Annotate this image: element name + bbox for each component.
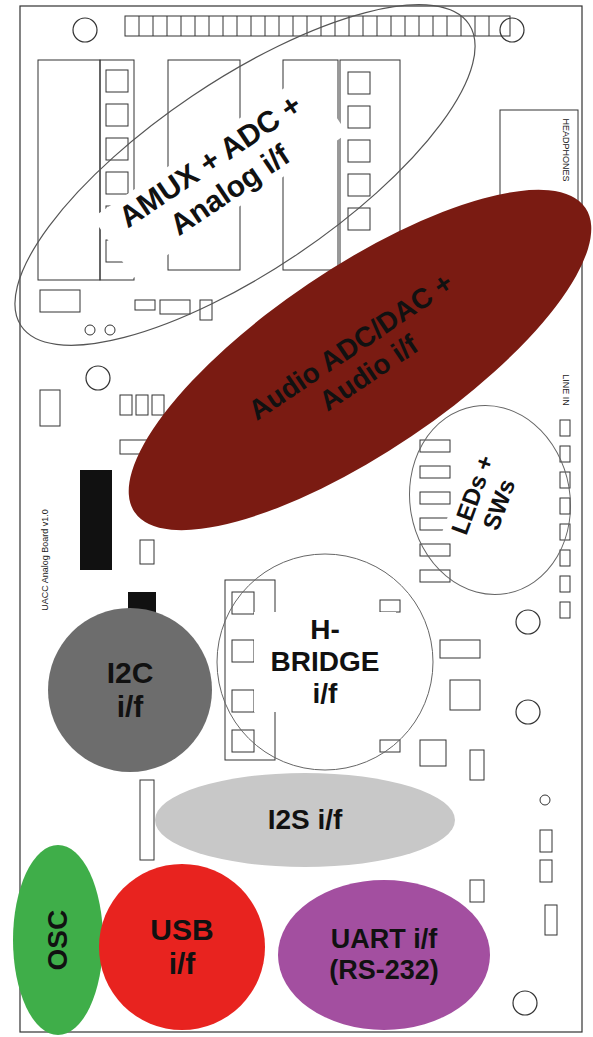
- connector-block: [106, 70, 128, 92]
- silkscreen-label: HEADPHONES: [561, 117, 571, 182]
- small-components: [560, 420, 570, 436]
- mounting-hole: [513, 991, 537, 1015]
- region-label: LEDs + SWs: [440, 441, 531, 558]
- connector-block: [348, 106, 370, 128]
- connector-block: [106, 172, 128, 194]
- mounting-hole: [500, 18, 524, 42]
- small-components: [470, 880, 484, 902]
- silkscreen-label: LINE IN: [561, 373, 571, 407]
- mounting-hole: [516, 610, 540, 634]
- pin-header: [125, 16, 510, 36]
- silkscreen-label-holder: UACC Analog Board v1.0: [40, 508, 50, 612]
- interface-ellipse: UART i/f (RS-232): [274, 845, 494, 1037]
- interface-ellipse-shape: [13, 845, 103, 1035]
- small-components: [420, 740, 446, 766]
- small-components: [120, 395, 132, 415]
- small-components: [152, 395, 164, 415]
- connector-block: [106, 104, 128, 126]
- region-circle-shape: [217, 554, 433, 770]
- region-circle: H-BRIDGE i/f: [213, 550, 437, 774]
- small-components: [540, 830, 552, 852]
- interface-ellipse-shape: [278, 880, 490, 1030]
- small-components: [540, 860, 552, 882]
- small-components: [440, 640, 480, 658]
- small-components: [200, 300, 212, 320]
- region-ellipse: Audio ADC/DAC + Audio i/f: [84, 84, 593, 636]
- small-components: [420, 492, 450, 504]
- connector-block: [348, 72, 370, 94]
- small-components: [545, 905, 557, 935]
- small-components: [420, 466, 450, 478]
- small-components: [380, 600, 400, 612]
- connector-block: [232, 690, 254, 712]
- small-components: [560, 602, 570, 618]
- connector-block: [348, 140, 370, 162]
- ic-block: [80, 470, 112, 570]
- connector-block: [38, 60, 100, 280]
- pin-header: [139, 16, 489, 36]
- region-label: UART i/f (RS-232): [304, 924, 464, 986]
- small-components: [450, 680, 480, 710]
- mounting-hole: [86, 366, 110, 390]
- connector-block: [232, 592, 254, 614]
- silkscreen-label-holder: HEADPHONES: [561, 117, 571, 182]
- region-ellipse-shape: [84, 132, 593, 589]
- interface-circle-shape: [48, 608, 212, 772]
- silkscreen-label-holder: LINE IN: [561, 373, 571, 407]
- small-components: [160, 300, 190, 314]
- interface-ellipse-shape: [155, 773, 455, 867]
- connector-block: [232, 640, 254, 662]
- small-components: [540, 795, 550, 805]
- region-label: I2S i/f: [205, 804, 405, 836]
- interface-circle: USB i/f: [95, 860, 269, 1034]
- small-components: [560, 498, 570, 514]
- small-components: [140, 780, 154, 860]
- small-components: [420, 440, 450, 452]
- small-components: [470, 750, 484, 780]
- board-outline: [20, 6, 582, 1032]
- interface-circle-shape: [99, 864, 265, 1030]
- small-components: [380, 740, 400, 752]
- silkscreen-label: UACC Analog Board v1.0: [40, 508, 50, 612]
- board-outline: [20, 6, 582, 1032]
- small-components: [40, 390, 60, 426]
- small-components: [40, 290, 80, 312]
- region-ellipse-shape: [395, 401, 586, 599]
- small-components: [560, 446, 570, 462]
- small-components: [136, 395, 148, 415]
- small-components: [560, 576, 570, 592]
- region-label: USB i/f: [137, 913, 227, 982]
- region-label: OSC: [42, 895, 74, 985]
- mounting-hole: [73, 18, 97, 42]
- small-components: [105, 325, 115, 335]
- mounting-hole: [516, 700, 540, 724]
- connector-block: [106, 138, 128, 160]
- region-label: H-BRIDGE i/f: [254, 612, 396, 713]
- small-components: [140, 540, 154, 564]
- connector-block: [348, 208, 370, 230]
- small-components: [135, 300, 155, 310]
- interface-circle: I2C i/f: [44, 604, 216, 776]
- pin-header: [125, 16, 510, 36]
- connector-block: [348, 174, 370, 196]
- region-ellipse: LEDs + SWs: [391, 401, 589, 599]
- small-components: [85, 325, 95, 335]
- small-components: [560, 550, 570, 566]
- region-label: I2C i/f: [90, 656, 170, 725]
